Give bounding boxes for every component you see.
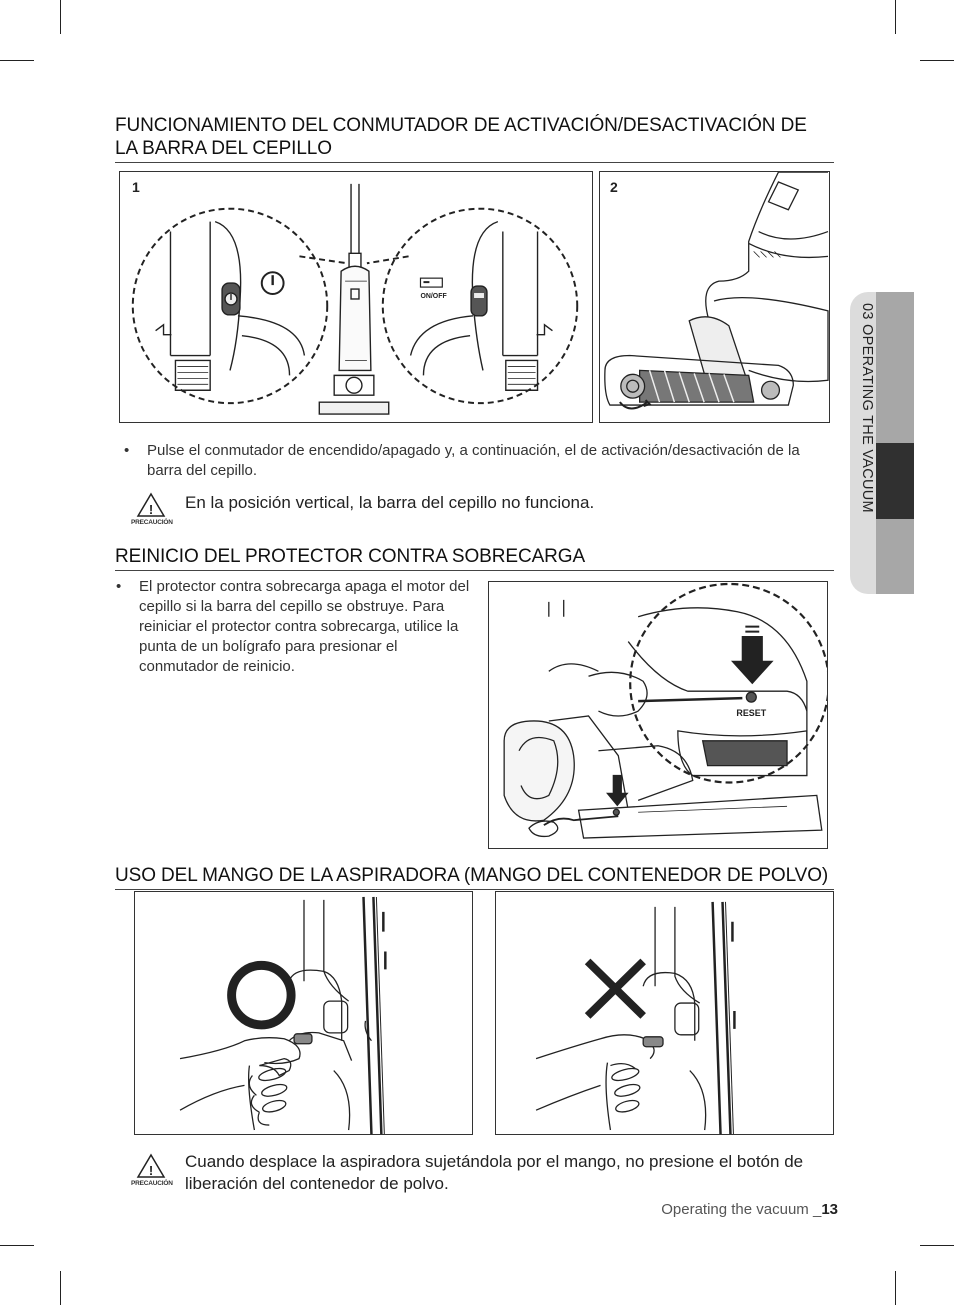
caution-text: En la posición vertical, la barra del ce… [185,493,595,512]
bullet-dot: • [116,578,122,595]
caution-icon: ! PRECAUCIÓN [131,1153,173,1193]
caution-text: Cuando desplace la aspiradora sujetándol… [185,1152,804,1193]
figure-reset-button: RESET [488,581,828,849]
wrong-cross-icon [584,958,646,1019]
chapter-tab-marker [876,443,914,519]
figure-onoff-switches: 1 [119,171,593,423]
figure-number: 2 [610,179,618,195]
crop-mark [0,60,34,61]
figure-brush-bar: 2 [599,171,830,423]
crop-mark [895,0,896,34]
caution-label: PRECAUCIÓN [131,519,173,526]
page-footer: Operating the vacuum _13 [661,1201,838,1218]
correct-handling-illustration [179,896,387,1134]
crop-mark [60,1271,61,1305]
crop-mark [60,0,61,34]
crop-mark [0,1245,34,1246]
footer-text: Operating the vacuum _ [661,1201,822,1218]
correct-circle-icon [227,960,296,1030]
reset-label: RESET [736,708,766,718]
figure-correct-handling [134,891,473,1135]
brush-bar-illustration [604,172,829,410]
bullet-dot: • [124,442,130,459]
vacuum-switch-illustration: ON/OFF [131,183,579,415]
caution-label: PRECAUCIÓN [131,1180,173,1187]
warning-triangle-icon: ! [136,1153,166,1178]
warning-triangle-icon: ! [136,492,166,517]
onoff-label: ON/OFF [420,293,446,300]
svg-text:!: ! [149,1163,153,1178]
crop-mark [920,60,954,61]
caution-icon: ! PRECAUCIÓN [131,492,173,532]
figure-wrong-handling [495,891,834,1135]
bullet-text: Pulse el conmutador de encendido/apagado… [147,442,800,479]
bullet-text: El protector contra sobrecarga apaga el … [139,578,470,675]
chapter-tab-label: 03 OPERATING THE VACUUM [859,303,875,513]
section-title-handle: USO DEL MANGO DE LA ASPIRADORA (MANGO DE… [115,864,834,890]
wrong-handling-illustration [535,901,736,1134]
svg-text:!: ! [149,502,153,517]
reset-illustration: RESET [503,582,827,839]
figure-number: 1 [132,179,140,195]
crop-mark [920,1245,954,1246]
crop-mark [895,1271,896,1305]
page-number: 13 [821,1201,838,1218]
section-title-brush-switch: FUNCIONAMIENTO DEL CONMUTADOR DE ACTIVAC… [115,114,834,163]
section-title-overload-reset: REINICIO DEL PROTECTOR CONTRA SOBRECARGA [115,545,834,571]
